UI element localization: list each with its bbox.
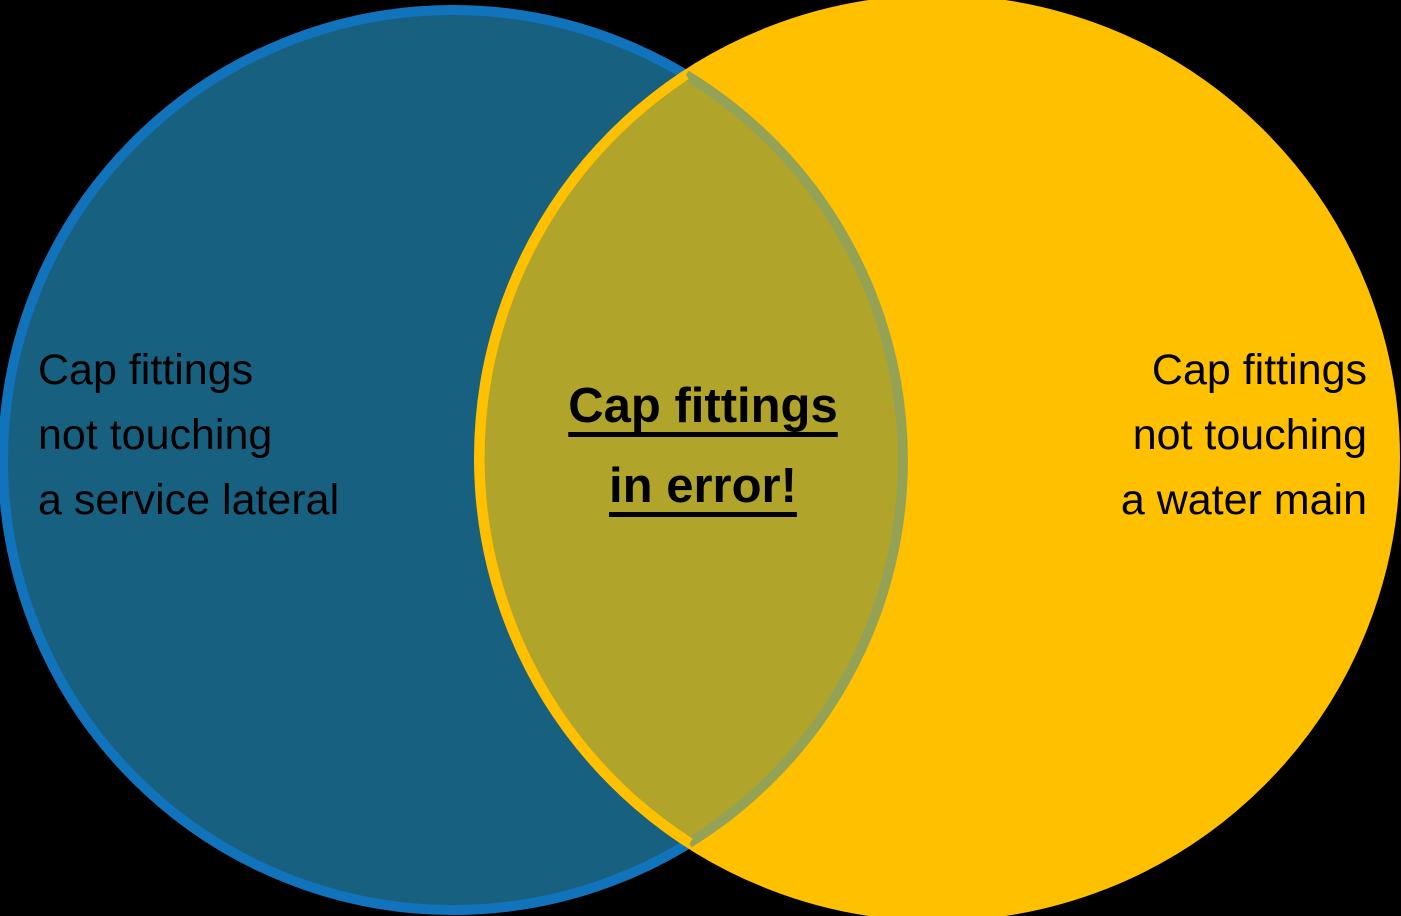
left-circle-label-line-2: not touching — [38, 411, 273, 459]
left-circle-label: Cap fittings not touching a service late… — [38, 338, 339, 533]
right-circle-label-line-3: a water main — [1120, 476, 1367, 524]
left-circle-label-line-3: a service lateral — [38, 476, 340, 524]
intersection-lens-shape — [479, 75, 903, 843]
right-circle-label-line-2: not touching — [1132, 411, 1367, 459]
left-circle-label-line-1: Cap fittings — [38, 346, 254, 394]
intersection-right-edge-arc — [683, 70, 908, 848]
intersection-left-edge-arc — [474, 70, 693, 848]
right-circle-label-line-1: Cap fittings — [1151, 346, 1367, 394]
right-circle-label: Cap fittings not touching a water main — [1121, 338, 1367, 533]
intersection-label-line-1: Cap fittings — [568, 379, 838, 433]
intersection-label-line-2: in error! — [609, 459, 797, 513]
intersection-label: Cap fittings in error! — [568, 366, 837, 526]
